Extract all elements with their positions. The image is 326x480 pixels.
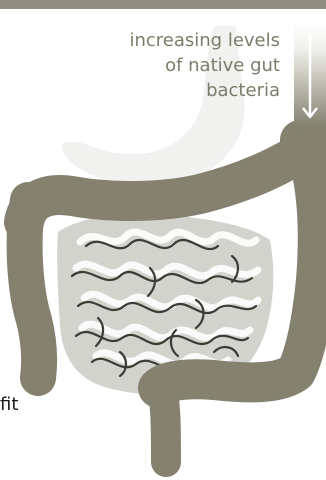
bacteria-caption: increasing levels of native gut bacteria — [60, 28, 280, 103]
caption-line-3: bacteria — [60, 78, 280, 103]
down-arrow-icon — [294, 24, 326, 126]
caption-line-1: increasing levels — [60, 28, 280, 53]
caption-line-2: of native gut — [60, 53, 280, 78]
side-label: fit — [0, 393, 18, 417]
